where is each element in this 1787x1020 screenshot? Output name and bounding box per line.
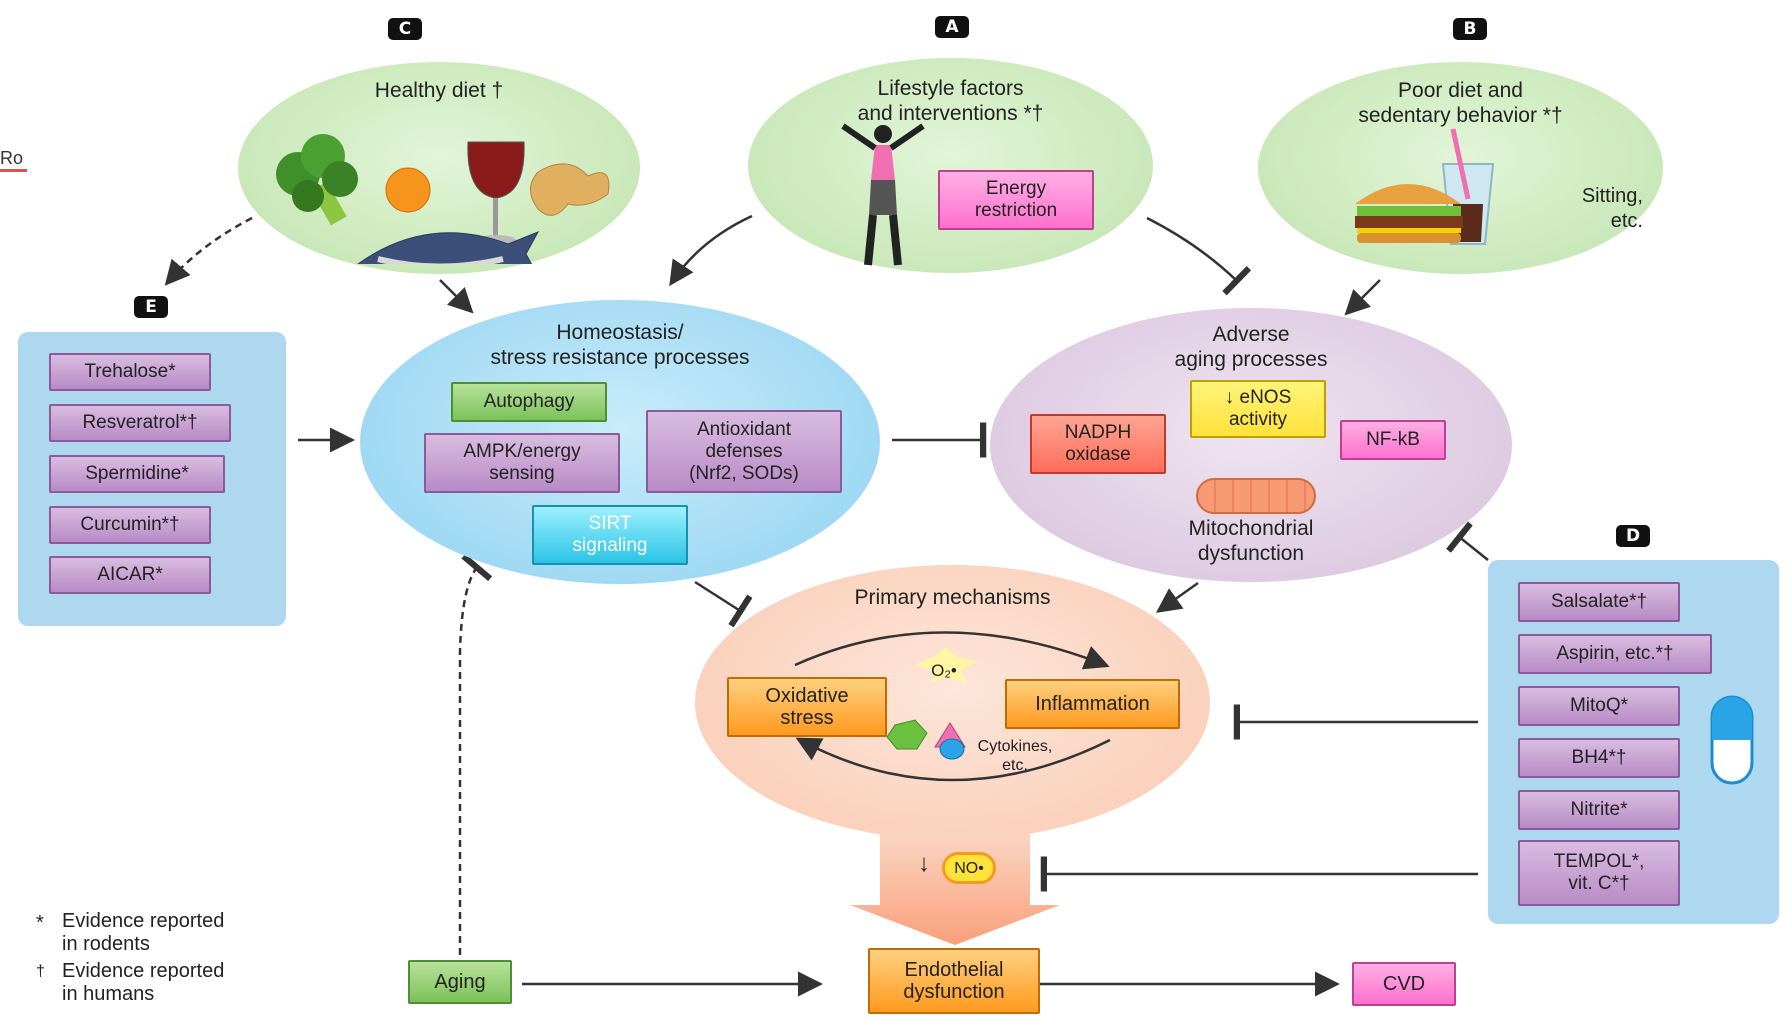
arrow-diet-homeostasis xyxy=(439,279,474,314)
superoxide-star xyxy=(915,647,977,683)
homeostasis-title: Homeostasis/ stress resistance processes xyxy=(490,321,750,369)
homeostasis-ellipse: Homeostasis/ stress resistance processes… xyxy=(360,300,880,584)
primary-mechanisms-ellipse: Primary mechanisms O₂• Oxidative stress … xyxy=(695,565,1210,840)
panel-label-c: C xyxy=(388,18,422,40)
pill-capsule-icon xyxy=(1710,695,1754,785)
cropped-edge-text: Ro xyxy=(0,148,28,172)
drug-bh4: BH4*† xyxy=(1518,738,1680,778)
arrow-adverse-primary xyxy=(1155,581,1199,613)
panel-label-b: B xyxy=(1453,18,1487,40)
compounds-panel-e: Trehalose* Resveratrol*† Spermidine* Cur… xyxy=(18,332,286,626)
cvd-box: CVD xyxy=(1352,962,1456,1006)
nadph-oxidase-box: NADPH oxidase xyxy=(1030,414,1166,474)
cytokine-icon xyxy=(939,738,965,760)
sirt-signaling-box: SIRT signaling xyxy=(532,505,688,565)
arrow-poordiet-adverse xyxy=(1344,279,1381,316)
legend-star-text: Evidence reported in rodents xyxy=(62,910,225,955)
oxidative-stress-box: Oxidative stress xyxy=(727,677,887,737)
broccoli-icon xyxy=(276,134,358,226)
enos-activity-box: ↓ eNOS activity xyxy=(1190,380,1326,438)
adverse-title: Adverse aging processes xyxy=(1174,323,1328,371)
compound-trehalose: Trehalose* xyxy=(49,353,211,391)
mitochondrion-icon xyxy=(1196,478,1316,514)
drug-mitoq: MitoQ* xyxy=(1518,686,1680,726)
drug-nitrite: Nitrite* xyxy=(1518,790,1680,830)
mitochondrial-dysfunction-label: Mitochondrial dysfunction xyxy=(1188,517,1314,565)
drug-tempol-vitc: TEMPOL*, vit. C*† xyxy=(1518,840,1680,906)
inhibit-homeostasis-primary xyxy=(694,580,753,628)
decrease-arrow: ↓ xyxy=(918,850,930,877)
drugs-panel-d: Salsalate*† Aspirin, etc.*† MitoQ* BH4*†… xyxy=(1488,560,1779,924)
panel-label-e: E xyxy=(134,296,168,318)
panel-label-d: D xyxy=(1616,525,1650,547)
healthy-food-illustration xyxy=(276,134,610,264)
healthy-diet-title: Healthy diet † xyxy=(374,79,504,102)
adverse-aging-ellipse: Adverse aging processes ↓ eNOS activity … xyxy=(990,308,1512,582)
sitting-text: Sitting, etc. xyxy=(1581,185,1643,232)
primary-mechanisms-title: Primary mechanisms xyxy=(854,586,1051,609)
superoxide-label: O₂• xyxy=(931,661,957,680)
cytokines-label: Cytokines, etc. xyxy=(977,738,1053,774)
inhibit-drugs-adverse xyxy=(1446,521,1489,561)
nitric-oxide-badge: NO• xyxy=(942,852,996,884)
energy-restriction-box: Energy restriction xyxy=(938,170,1094,230)
fast-food-icon xyxy=(1355,128,1495,245)
nfkb-box: NF-kB xyxy=(1340,420,1446,460)
dashed-aging-homeostasis xyxy=(458,553,493,955)
orange-icon xyxy=(385,167,431,213)
legend-dagger-text: Evidence reported in humans xyxy=(62,960,225,1005)
inhibit-lifestyle-adverse xyxy=(1146,216,1252,296)
cycle-arrows xyxy=(794,631,1111,782)
lifestyle-title: Lifestyle factors and interventions *† xyxy=(857,77,1044,125)
aging-box: Aging xyxy=(408,960,512,1004)
funnel-arrow xyxy=(850,830,1060,945)
dashed-diet-compounds xyxy=(164,216,253,286)
tuna-fish-icon xyxy=(357,231,540,264)
healthy-diet-ellipse: Healthy diet † xyxy=(238,62,640,274)
poor-diet-title: Poor diet and sedentary behavior *† xyxy=(1358,79,1563,127)
antioxidant-defenses-box: Antioxidant defenses (Nrf2, SODs) xyxy=(646,410,842,493)
arrow-lifestyle-homeostasis xyxy=(669,214,753,287)
lifestyle-ellipse: Lifestyle factors and interventions *† E… xyxy=(748,58,1153,273)
endothelial-dysfunction-box: Endothelial dysfunction xyxy=(868,948,1040,1014)
ampk-energy-sensing-box: AMPK/energy sensing xyxy=(424,433,620,493)
exercising-person-icon xyxy=(841,123,925,266)
panel-label-a: A xyxy=(935,16,969,38)
legend-dagger-symbol: † xyxy=(36,963,45,980)
compound-aicar: AICAR* xyxy=(49,556,211,594)
wine-glass-icon xyxy=(467,141,525,245)
drug-salsalate: Salsalate*† xyxy=(1518,582,1680,622)
poor-diet-ellipse: Poor diet and sedentary behavior *† Sitt… xyxy=(1258,62,1663,274)
inflammation-box: Inflammation xyxy=(1005,679,1180,729)
autophagy-box: Autophagy xyxy=(451,382,607,422)
compound-curcumin: Curcumin*† xyxy=(49,506,211,544)
compound-resveratrol: Resveratrol*† xyxy=(49,404,231,442)
drug-aspirin: Aspirin, etc.*† xyxy=(1518,634,1712,674)
hexagon-icon xyxy=(886,719,928,750)
legend-star-symbol: * xyxy=(36,912,44,934)
compound-spermidine: Spermidine* xyxy=(49,455,225,493)
ginger-icon xyxy=(530,163,610,216)
